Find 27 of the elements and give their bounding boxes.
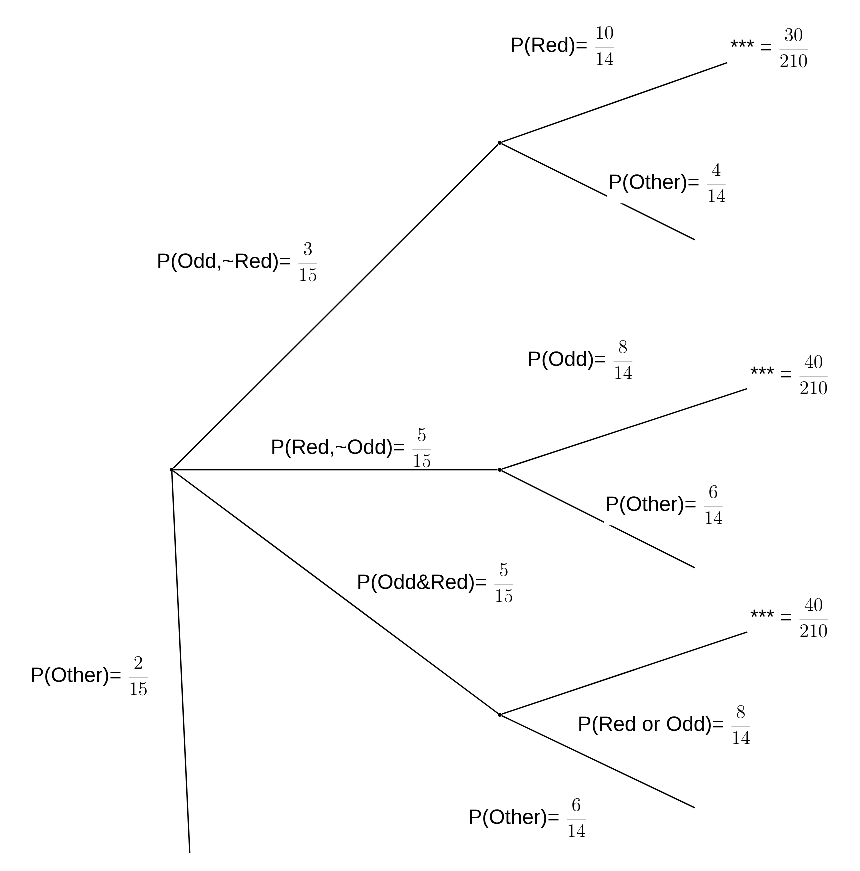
branch-line	[502, 715, 696, 809]
branch-line	[502, 470, 696, 569]
edge-label: $\mbox{P(Odd,\textasciitilde Red)= }\frac{3}{15}$	[156, 241, 320, 283]
branch-point	[498, 468, 502, 472]
edge-label: $\mbox{P(Other)= }\frac{6}{14}$	[604, 484, 726, 526]
branch-line	[502, 388, 748, 470]
branch-line	[502, 632, 748, 715]
edge-label: $\mbox{P(Odd\&Red)= }\frac{5}{15}$	[356, 562, 516, 604]
edge-label: $\mbox{P(Other)= }\frac{6}{14}$	[467, 797, 589, 839]
edge-label: $\mbox{P(Other)= }\frac{2}{15}$	[29, 655, 151, 697]
edge-label: $\mbox{P(Red or Odd)= }\frac{8}{14}$	[576, 704, 754, 746]
branch-line	[173, 470, 499, 714]
branch-line	[502, 62, 728, 143]
edge-label: $\mbox{P(Odd)= }\frac{8}{14}$	[526, 339, 636, 381]
outcome-label: $\mbox{*** = }\frac{40}{210}$	[750, 355, 828, 395]
outcome-label: $\mbox{*** = }\frac{40}{210}$	[750, 598, 828, 638]
outcome-label: $\mbox{*** = }\frac{30}{210}$	[730, 28, 808, 68]
branch-point	[498, 141, 502, 145]
branch-line	[502, 143, 696, 241]
edge-label: $\mbox{P(Red,\textasciitilde Odd)= }\frac{5}{15}$	[270, 427, 434, 469]
branch-point	[498, 713, 502, 717]
edge-label: $\mbox{P(Red)= }\frac{10}{14}$	[509, 25, 617, 67]
branch-line	[171, 472, 191, 854]
branch-point	[170, 468, 174, 472]
branch-line	[174, 469, 498, 471]
branch-line	[173, 144, 499, 469]
edge-label: $\mbox{P(Other)= }\frac{4}{14}$	[607, 162, 729, 204]
